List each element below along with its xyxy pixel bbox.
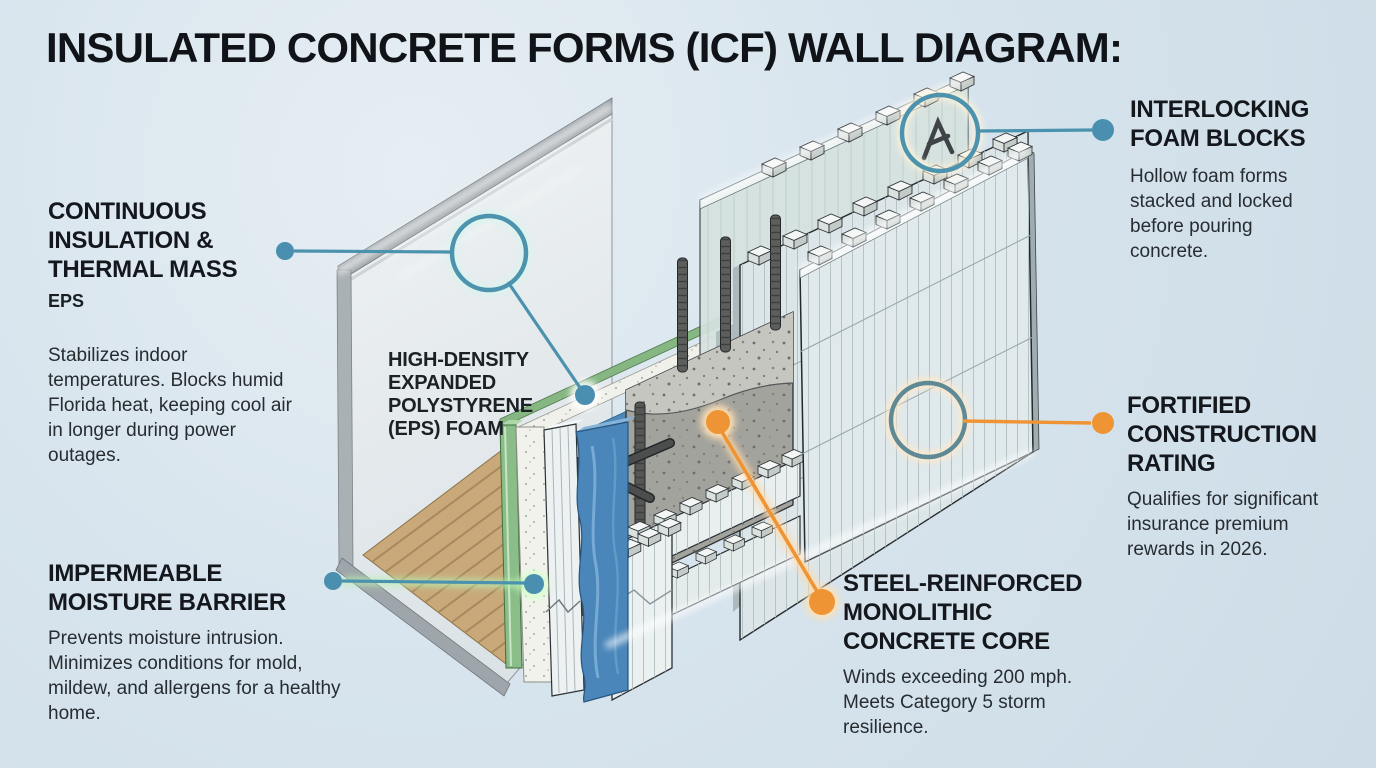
callout-steel-core: STEEL-REINFORCED MONOLITHIC CONCRETE COR… bbox=[843, 569, 1138, 740]
callout-heading: FORTIFIED CONSTRUCTION RATING bbox=[1127, 392, 1317, 477]
callout-heading: IMPERMEABLE MOISTURE BARRIER bbox=[48, 560, 286, 616]
callout-heading: CONTINUOUS INSULATION & THERMAL MASS bbox=[48, 198, 238, 283]
callout-body: Stabilizes indoor temperatures. Blocks h… bbox=[48, 345, 292, 466]
moisture-barrier-membrane bbox=[575, 416, 636, 703]
eps-foam-strip bbox=[515, 426, 553, 683]
callout-impermeable-barrier: IMPERMEABLE MOISTURE BARRIER Prevents mo… bbox=[48, 559, 368, 726]
callout-interlocking-blocks: INTERLOCKING FOAM BLOCKS Hollow foam for… bbox=[1130, 95, 1345, 264]
callout-fortified-rating: FORTIFIED CONSTRUCTION RATING Qualifies … bbox=[1127, 391, 1367, 562]
callout-continuous-insulation: CONTINUOUS INSULATION & THERMAL MASS EPS… bbox=[48, 197, 338, 468]
connector-fortified-rating bbox=[888, 380, 1114, 460]
page-title: INSULATED CONCRETE FORMS (ICF) WALL DIAG… bbox=[46, 24, 1123, 71]
exterior-foam-panel bbox=[799, 141, 1040, 564]
connector-impermeable-barrier bbox=[324, 572, 544, 594]
callout-subheading: EPS bbox=[48, 291, 85, 311]
connector-continuous-insulation bbox=[276, 213, 595, 405]
callout-heading: INTERLOCKING FOAM BLOCKS bbox=[1130, 96, 1310, 152]
callout-body: Qualifies for significant insurance prem… bbox=[1127, 489, 1319, 560]
callout-body: Winds exceeding 200 mph. Meets Category … bbox=[843, 667, 1073, 738]
connector-steel-core bbox=[706, 410, 835, 615]
callout-heading: STEEL-REINFORCED MONOLITHIC CONCRETE COR… bbox=[843, 570, 1083, 655]
callout-body: Hollow foam forms stacked and locked bef… bbox=[1130, 166, 1293, 262]
eps-foam-diagram-label: HIGH-DENSITY EXPANDED POLYSTYRENE (EPS) … bbox=[388, 349, 533, 440]
callout-connectors bbox=[276, 92, 1114, 615]
connector-interlocking-blocks bbox=[899, 92, 1114, 174]
callout-body: Prevents moisture intrusion. Minimizes c… bbox=[48, 628, 341, 724]
